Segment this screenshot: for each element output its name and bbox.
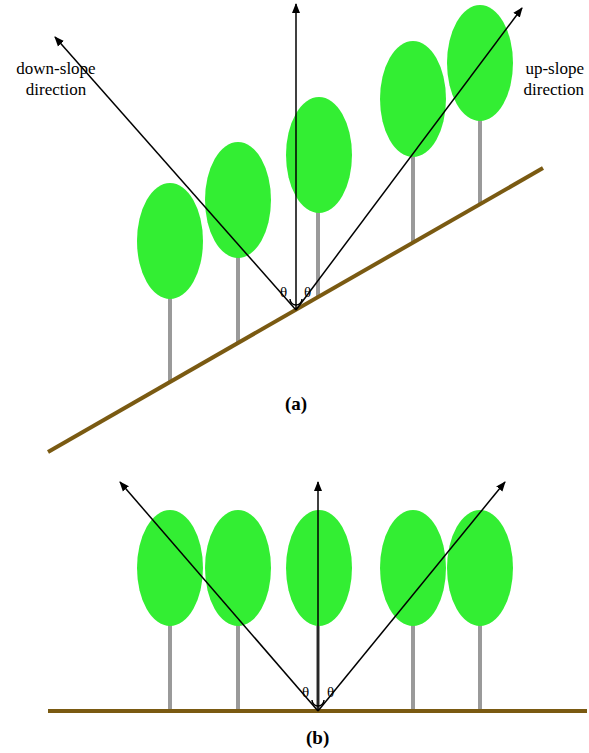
angle-label: θ: [302, 683, 309, 702]
angle-label: θ: [280, 283, 287, 302]
direction-label: down-slope direction: [6, 58, 106, 101]
direction-label: up-slope direction: [488, 58, 584, 101]
flat-panel: [48, 482, 587, 711]
panel-label: (a): [285, 392, 307, 416]
angle-label: θ: [327, 683, 334, 702]
sloped-panel: [48, 4, 543, 452]
angle-label: θ: [304, 283, 311, 302]
panel-label: (b): [306, 726, 329, 750]
